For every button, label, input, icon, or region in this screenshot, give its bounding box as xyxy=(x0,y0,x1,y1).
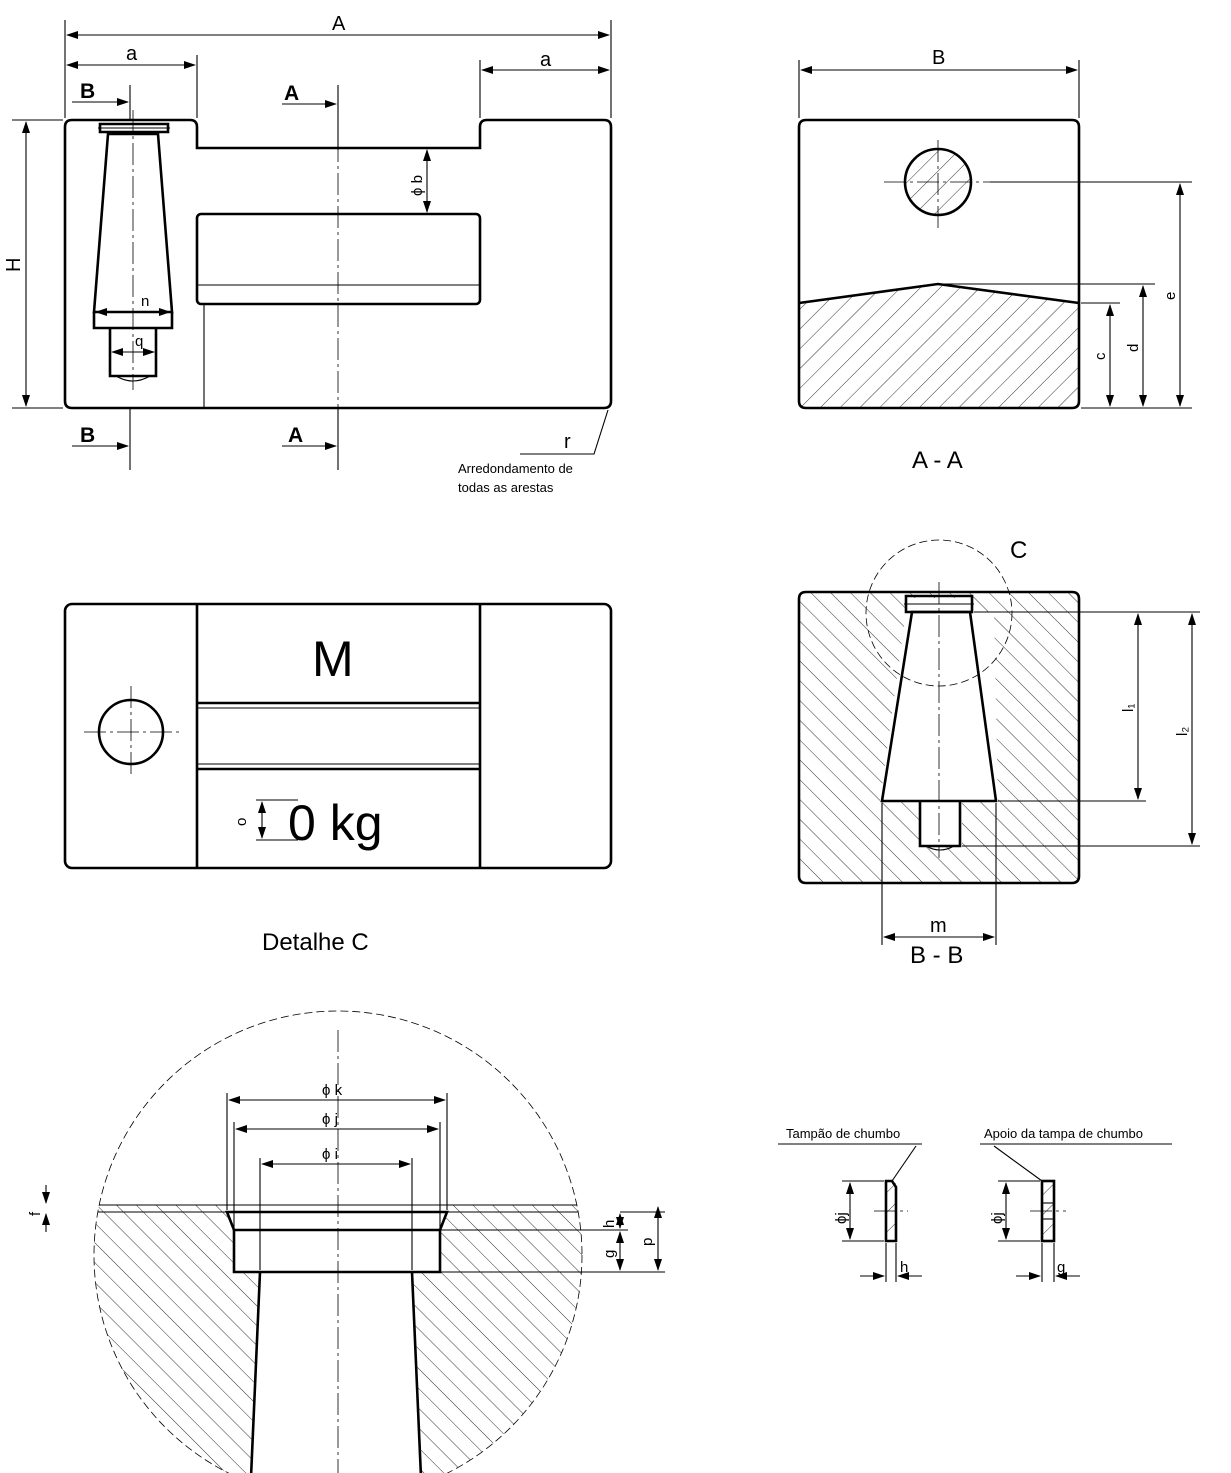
marking-M: M xyxy=(312,631,354,687)
dim-r: r xyxy=(564,431,571,453)
top-view: M 0 kg o xyxy=(63,602,613,870)
dim-phi-b: ϕ b xyxy=(409,175,426,196)
dim-p: p xyxy=(639,1238,656,1246)
dim-g: g xyxy=(601,1250,618,1258)
section-bb-view: C l₁ l₂ m B - B xyxy=(797,537,1200,969)
note-rounding-line2: todas as arestas xyxy=(458,480,554,495)
dim-e: e xyxy=(1162,292,1179,300)
lead-plug-details: Tampão de chumbo ϕj h Apoio da tampa de … xyxy=(778,1126,1172,1282)
section-b-label-bottom: B xyxy=(80,424,95,447)
dim-a-left: a xyxy=(126,43,138,65)
dim-a-right: a xyxy=(540,49,552,71)
dim-phi-i: ϕ i xyxy=(322,1146,338,1163)
dim-phi-j: ϕ j xyxy=(322,1111,338,1128)
section-bb-title: B - B xyxy=(910,942,963,969)
section-a-label-top: A xyxy=(284,82,299,105)
detail-c-view: Detalhe C ϕ k ϕ j ϕ i f xyxy=(27,929,665,1473)
dim-o: o xyxy=(233,818,250,826)
dim-f: f xyxy=(27,1211,44,1216)
section-aa-title: A - A xyxy=(912,447,963,474)
label-tampao: Tampão de chumbo xyxy=(786,1126,900,1141)
dim-phi-j-tampao: ϕj xyxy=(833,1212,850,1224)
dim-c: c xyxy=(1092,352,1109,360)
dim-phi-k: ϕ k xyxy=(322,1082,343,1099)
note-rounding-line1: Arredondamento de xyxy=(458,461,573,476)
dim-B: B xyxy=(932,47,945,69)
marking-kg: 0 kg xyxy=(288,795,383,851)
section-b-label-top: B xyxy=(80,80,95,103)
dim-A: A xyxy=(332,13,346,35)
dim-q: q xyxy=(135,333,143,350)
label-apoio: Apoio da tampa de chumbo xyxy=(984,1126,1143,1141)
dim-H: H xyxy=(3,258,25,272)
dim-h-tampao: h xyxy=(900,1259,908,1276)
dim-d: d xyxy=(1125,344,1142,352)
dim-phi-j-apoio: ϕj xyxy=(989,1212,1006,1224)
detail-c-title: Detalhe C xyxy=(262,929,369,956)
dim-h: h xyxy=(601,1220,618,1228)
dim-g-apoio: g xyxy=(1057,1259,1065,1276)
section-aa-view: B c d e A - A xyxy=(797,47,1192,474)
dim-n: n xyxy=(141,293,149,310)
section-a-label-bottom: A xyxy=(288,424,303,447)
detail-c-marker: C xyxy=(1010,537,1027,564)
front-view: B B A A A a a H ϕ b n q r Arredondamento… xyxy=(3,13,613,495)
dim-l1: l₁ xyxy=(1120,704,1137,712)
dim-l2: l₂ xyxy=(1174,727,1191,736)
dim-m: m xyxy=(930,915,947,937)
